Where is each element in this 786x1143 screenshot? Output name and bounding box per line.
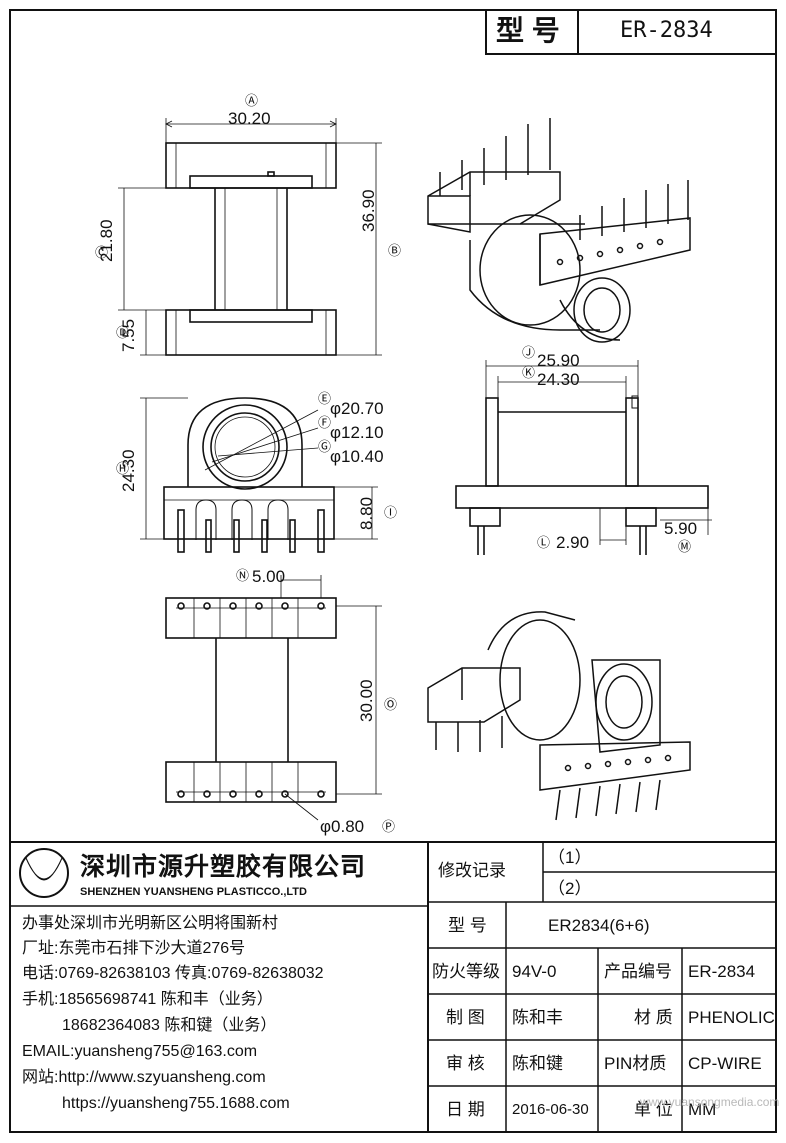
email: EMAIL:yuansheng755@163.com: [22, 1043, 258, 1060]
website-1[interactable]: 网站:http://www.szyuansheng.com: [22, 1069, 266, 1086]
dim-j-marker: Ⓙ: [522, 345, 536, 360]
company-name-en: SHENZHEN YUANSHENG PLASTICCO.,LTD: [80, 886, 307, 898]
dim-n-value: 5.00: [252, 567, 286, 586]
material-value: PHENOLIC: [688, 1008, 775, 1027]
fire-rating-value: 94V-0: [512, 962, 557, 981]
dim-b-marker: Ⓑ: [388, 243, 402, 258]
dim-j-value: 25.90: [537, 351, 580, 370]
factory-address: 厂址:东莞市石排下沙大道276号: [22, 940, 246, 957]
watermark: www.yuansongmedia.com: [640, 1095, 780, 1109]
unit-label: 单 位: [634, 1100, 673, 1119]
model-label: 型 号: [496, 15, 560, 46]
dim-g-marker: Ⓖ: [318, 439, 332, 454]
pin-material-value: CP-WIRE: [688, 1054, 762, 1073]
dim-c-marker: Ⓒ: [95, 245, 109, 260]
company-name-cn: 深圳市源升塑胶有限公司: [80, 853, 367, 881]
dim-o-value: 30.00: [357, 679, 376, 722]
review-value: 陈和键: [512, 1054, 563, 1073]
dim-f-value: φ12.10: [330, 423, 384, 442]
review-label: 审 核: [446, 1054, 485, 1073]
phone-fax: 电话:0769-82638103 传真:0769-82638032: [22, 965, 324, 982]
material-label: 材 质: [634, 1008, 673, 1027]
table-model-label: 型 号: [448, 916, 487, 935]
table-model-value: ER2834(6+6): [548, 916, 650, 935]
revision-1: （1）: [548, 848, 592, 867]
dim-l-value: 2.90: [556, 533, 590, 552]
product-no-label: 产品编号: [604, 962, 672, 981]
dim-k-value: 24.30: [537, 370, 580, 389]
dim-b-value: 36.90: [359, 189, 378, 232]
office-address: 办事处深圳市光明新区公明将围新村: [22, 915, 279, 932]
dim-p-marker: Ⓟ: [382, 819, 396, 834]
dim-n-marker: Ⓝ: [236, 568, 250, 583]
date-value: 2016-06-30: [512, 1101, 589, 1118]
fire-rating-label: 防火等级: [432, 962, 500, 981]
dim-g-value: φ10.40: [330, 447, 384, 466]
dim-m-value: 5.90: [664, 519, 698, 538]
dim-e-value: φ20.70: [330, 399, 384, 418]
dim-p-value: φ0.80: [320, 817, 365, 836]
dim-h-marker: Ⓗ: [116, 461, 130, 476]
model-value: ER-2834: [620, 18, 713, 43]
dim-o-marker: Ⓞ: [384, 697, 398, 712]
date-label: 日 期: [446, 1100, 485, 1119]
pin-material-label: PIN材质: [604, 1054, 667, 1073]
top-view: [165, 597, 337, 803]
isometric-view-top: [427, 118, 691, 343]
drawn-label: 制 图: [446, 1008, 485, 1027]
isometric-view-bottom: [427, 611, 691, 821]
dim-l-marker: Ⓛ: [537, 535, 551, 550]
revision-2: （2）: [548, 879, 592, 898]
company-logo: [19, 848, 69, 898]
dim-m-marker: Ⓜ: [678, 539, 692, 554]
end-view: [163, 397, 335, 553]
dim-f-marker: Ⓕ: [318, 415, 332, 430]
unit-value: MM: [688, 1100, 717, 1119]
dim-a-value: 30.20: [228, 109, 271, 128]
dim-k-marker: Ⓚ: [522, 365, 536, 380]
dim-a-marker: Ⓐ: [245, 93, 259, 108]
dim-i-marker: Ⓘ: [384, 505, 398, 520]
website-2[interactable]: https://yuansheng755.1688.com: [62, 1095, 290, 1112]
drawn-value: 陈和丰: [512, 1008, 563, 1027]
product-no-value: ER-2834: [688, 962, 756, 981]
dim-d-marker: Ⓓ: [116, 325, 130, 340]
side-view: [455, 395, 709, 555]
dim-i-value: 8.80: [357, 496, 376, 530]
front-view: [165, 142, 337, 356]
mobile-1: 手机:18565698741 陈和丰（业务）: [22, 991, 273, 1008]
revision-label: 修改记录: [438, 861, 506, 880]
dim-e-marker: Ⓔ: [318, 391, 332, 406]
mobile-2: 18682364083 陈和键（业务）: [62, 1017, 277, 1034]
